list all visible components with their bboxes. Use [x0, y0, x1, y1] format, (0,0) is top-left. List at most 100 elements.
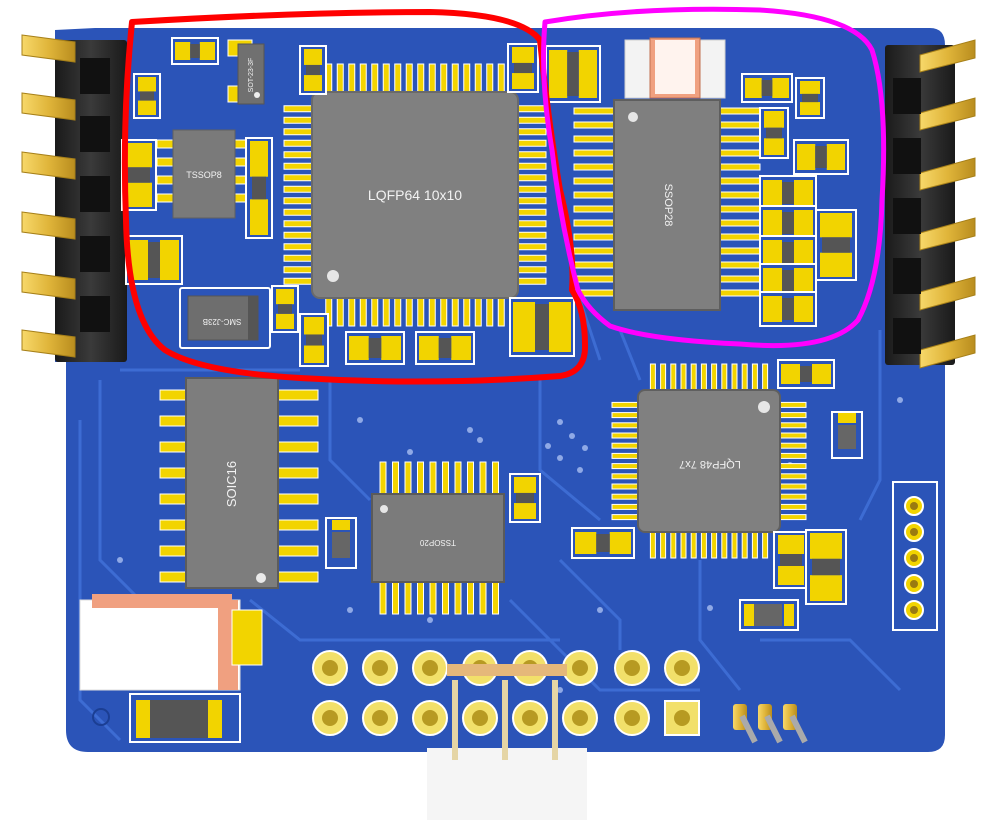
lqfp64-pin: [283, 105, 313, 113]
lqfp64-pin: [359, 63, 367, 93]
left-pin-header: [21, 34, 127, 362]
ssop28-pin: [719, 107, 761, 115]
lqfp64-pin: [336, 63, 344, 93]
passive-body: [128, 167, 150, 183]
lqfp64-pin: [283, 220, 313, 228]
lqfp48-pin: [779, 422, 807, 429]
lqfp64-pin: [359, 297, 367, 327]
lqfp48-pin: [611, 452, 639, 459]
mounting-hole: [92, 708, 110, 726]
passive-pad: [794, 296, 813, 322]
ssop28-pin: [719, 261, 761, 269]
soic16-pin: [277, 519, 319, 531]
five-pin-header: [892, 481, 938, 631]
passive-pad: [160, 240, 179, 280]
passive-pad: [304, 345, 324, 363]
lqfp48-pin: [660, 363, 667, 391]
tssop20-pin: [467, 461, 474, 495]
ssop28-pin: [719, 121, 761, 129]
lqfp64-pin: [428, 297, 436, 327]
th-pad-hole: [674, 660, 690, 676]
lqfp64-pin: [405, 63, 413, 93]
passive-pad: [451, 336, 471, 360]
lqfp64-pin: [283, 174, 313, 182]
passive-pad: [276, 289, 294, 305]
lqfp48-pin: [779, 401, 807, 408]
th-pad-hole: [322, 710, 338, 726]
ssop28-pin: [573, 261, 615, 269]
lqfp64-pin: [394, 63, 402, 93]
lqfp48-pin: [611, 463, 639, 470]
soic16-pin: [277, 415, 319, 427]
ssop28-label: SSOP28: [662, 184, 674, 227]
ssop28-pin: [719, 191, 761, 199]
ssop28-pin: [573, 191, 615, 199]
lqfp48-pin: [779, 483, 807, 490]
soic16-pin: [159, 519, 189, 531]
lqfp64-pin: [517, 254, 547, 262]
soic16-pin: [277, 441, 319, 453]
soic16-pin: [277, 493, 319, 505]
lqfp48-pin: [690, 531, 697, 559]
th-pad-hole: [422, 660, 438, 676]
lqfp64-chip: LQFP64 10x10: [283, 63, 547, 327]
passive-pad: [419, 336, 439, 360]
tssop8-label: TSSOP8: [186, 170, 222, 180]
passive-pad: [772, 78, 789, 98]
lqfp48-pin: [779, 514, 807, 521]
lqfp48-pin: [649, 363, 656, 391]
lqfp48-pin: [700, 531, 707, 559]
lqfp64-pin: [517, 162, 547, 170]
lqfp64-pin: [440, 297, 448, 327]
passive-pad: [794, 210, 813, 236]
lqfp64-pin: [463, 297, 471, 327]
tssop20-pin: [479, 461, 487, 495]
tssop20-pin: [404, 581, 412, 615]
passive-pad: [514, 477, 536, 493]
lqfp64-pin: [283, 197, 313, 205]
th-pad-hole: [322, 660, 338, 676]
tssop20-pin: [379, 461, 387, 495]
ssop28-pin: [719, 205, 761, 213]
lqfp64-pin: [517, 231, 547, 239]
tssop20-pin: [429, 581, 437, 615]
lqfp48-pin: [611, 503, 639, 510]
lqfp48-pin: [762, 363, 769, 391]
lqfp64-pin: [371, 63, 379, 93]
passive-body: [782, 242, 794, 264]
lqfp64-pin: [497, 63, 505, 93]
passive-body: [190, 44, 200, 58]
sot-transistors: [325, 411, 863, 631]
passive-pad: [797, 144, 816, 170]
lqfp64-pin: [371, 297, 379, 327]
tssop20-pin: [454, 461, 462, 495]
sot23-chip: SOT-23-3F: [227, 39, 265, 105]
passive-pad: [381, 336, 401, 360]
lqfp64-pin: [463, 63, 471, 93]
lqfp48-pin: [611, 473, 639, 480]
soic16-pin: [277, 467, 319, 479]
passive-pad: [575, 532, 597, 554]
lqfp64-pin: [517, 139, 547, 147]
lqfp48-pin: [721, 531, 728, 559]
capacitor-block: [79, 594, 263, 743]
passive-pad: [794, 240, 813, 266]
lqfp48-pin: [731, 363, 738, 391]
lqfp64-pin: [348, 297, 356, 327]
passive-body: [782, 182, 794, 204]
th-pad-hole: [522, 710, 538, 726]
th-pad-hole: [372, 660, 388, 676]
lqfp64-pin: [517, 266, 547, 274]
passive-pad: [549, 50, 568, 98]
ssop28-pin: [719, 247, 761, 255]
passive-pad: [578, 50, 597, 98]
lqfp64-pin: [517, 128, 547, 136]
passive-pad: [250, 199, 268, 235]
passive-pad: [609, 532, 631, 554]
lqfp48-label: LQFP48 7x7: [679, 458, 741, 470]
lqfp64-pin: [451, 297, 459, 327]
passive-body: [812, 558, 840, 576]
tssop20-pin: [492, 581, 499, 615]
lqfp64-pin: [283, 139, 313, 147]
lqfp64-pin: [382, 297, 390, 327]
